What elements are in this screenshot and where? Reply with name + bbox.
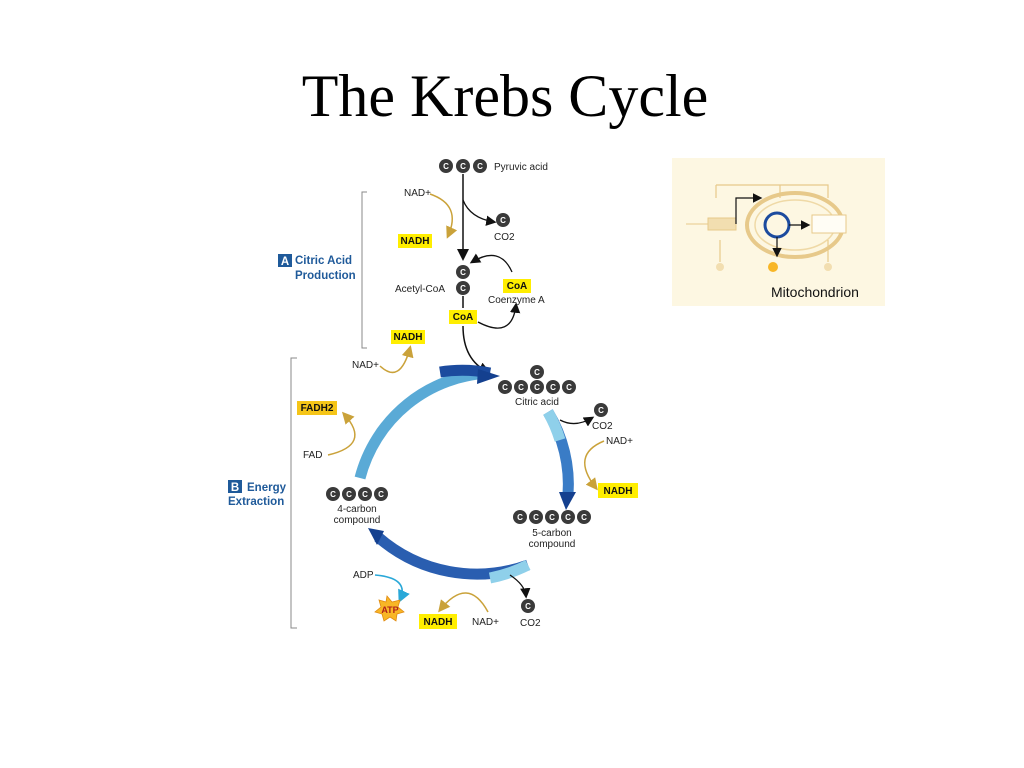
nad-to-nadh-arrow-4 — [438, 592, 489, 613]
svg-text:C: C — [500, 216, 506, 225]
coa-box-2 — [449, 310, 477, 324]
five-carbon-compound: C C C C C — [513, 510, 591, 524]
adp-label: ADP — [353, 570, 374, 581]
nadh-label-3: NADH — [604, 486, 633, 497]
atp-starburst — [374, 595, 405, 622]
svg-text:C: C — [533, 513, 539, 522]
mitochondrion-label: Mitochondrion — [771, 284, 859, 300]
svg-text:C: C — [581, 513, 587, 522]
four-carbon-label-1: 4-carbon — [337, 504, 376, 515]
citric-acid-label: Citric acid — [515, 397, 559, 408]
nadh-label-1: NADH — [401, 236, 430, 247]
svg-text:C: C — [460, 162, 466, 171]
svg-text:C: C — [443, 162, 449, 171]
cycle-ring — [354, 364, 576, 584]
pyruvic-acid-label: Pyruvic acid — [494, 162, 548, 173]
nad-plus-label-3: NAD+ — [606, 436, 633, 447]
svg-text:C: C — [534, 383, 540, 392]
nadh-box-4 — [419, 614, 457, 629]
citric-acid-carbons: C C C C C C — [498, 365, 576, 394]
coa-out-arrow — [477, 302, 521, 329]
inset-atp-icon-left — [716, 263, 724, 271]
inset-background — [672, 158, 885, 306]
section-b-letter: B — [231, 482, 239, 494]
bracket-b — [290, 357, 297, 629]
co2-arrow-1 — [462, 199, 497, 226]
svg-text:C: C — [346, 490, 352, 499]
co2-label-1: CO2 — [494, 232, 515, 243]
adp-to-atp-arrow — [374, 574, 410, 603]
svg-text:C: C — [460, 284, 466, 293]
section-a-badge — [278, 254, 292, 267]
pyruvic-acid-carbons: C C C — [439, 159, 487, 173]
section-a-title-line2: Production — [295, 270, 356, 282]
page-title: The Krebs Cycle — [301, 63, 709, 129]
acetyl-to-citric-arrow — [462, 296, 488, 372]
coa-label-1: CoA — [507, 281, 528, 292]
nadh-label-2: NADH — [394, 332, 423, 343]
cycle-arc-upper-left — [354, 367, 491, 480]
svg-text:C: C — [378, 490, 384, 499]
nad-plus-label-2: NAD+ — [352, 360, 379, 371]
five-carbon-label-2: compound — [529, 539, 576, 550]
nadh-box-2 — [391, 330, 425, 344]
atp-label: ATP — [381, 605, 398, 615]
section-a-letter: A — [281, 256, 289, 268]
svg-text:C: C — [460, 268, 466, 277]
section-b-badge — [228, 480, 242, 493]
coa-in-arrow — [469, 253, 513, 273]
coa-box-1 — [503, 279, 531, 293]
co2-label-3: CO2 — [520, 618, 541, 629]
nad-plus-label-4: NAD+ — [472, 617, 499, 628]
co2-arrow-2 — [559, 416, 595, 427]
co2-arrow-3 — [509, 574, 531, 599]
svg-text:C: C — [549, 513, 555, 522]
svg-text:C: C — [517, 513, 523, 522]
bracket-a — [361, 191, 367, 349]
svg-text:C: C — [362, 490, 368, 499]
nadh-label-4: NADH — [424, 617, 453, 628]
fadh2-label: FADH2 — [301, 403, 334, 414]
four-carbon-label-2: compound — [334, 515, 381, 526]
fad-label: FAD — [303, 450, 322, 461]
nad-to-nadh-arrow-1 — [429, 193, 458, 239]
section-b-title-line1: Energy — [247, 482, 287, 494]
nadh-box-3 — [598, 483, 638, 498]
svg-text:C: C — [534, 368, 540, 377]
co2-label-2: CO2 — [592, 421, 613, 432]
five-carbon-label-1: 5-carbon — [532, 528, 571, 539]
svg-text:C: C — [565, 513, 571, 522]
section-b-title-line2: Extraction — [228, 496, 284, 508]
svg-text:C: C — [330, 490, 336, 499]
acetyl-coa-label: Acetyl-CoA — [395, 284, 445, 295]
svg-text:C: C — [550, 383, 556, 392]
inset-atp-icon-center — [768, 262, 778, 272]
svg-text:C: C — [502, 383, 508, 392]
svg-text:C: C — [518, 383, 524, 392]
mitochondrion-inset: Mitochondrion — [672, 158, 885, 306]
four-carbon-compound: C C C C — [326, 487, 388, 501]
fad-to-fadh2-arrow — [327, 411, 356, 456]
fadh2-box — [297, 401, 337, 415]
nad-to-nadh-arrow-3 — [583, 440, 605, 491]
coenzyme-a-label: Coenzyme A — [488, 295, 545, 306]
inset-atp-icon-right — [824, 263, 832, 271]
nad-plus-label-1: NAD+ — [404, 188, 431, 199]
nad-to-nadh-arrow-2 — [379, 345, 414, 374]
coa-label-2: CoA — [453, 312, 474, 323]
svg-text:C: C — [566, 383, 572, 392]
nadh-box-1 — [398, 234, 432, 248]
svg-text:C: C — [477, 162, 483, 171]
section-a-title-line1: Citric Acid — [295, 255, 352, 267]
svg-text:C: C — [598, 406, 604, 415]
svg-text:C: C — [525, 602, 531, 611]
